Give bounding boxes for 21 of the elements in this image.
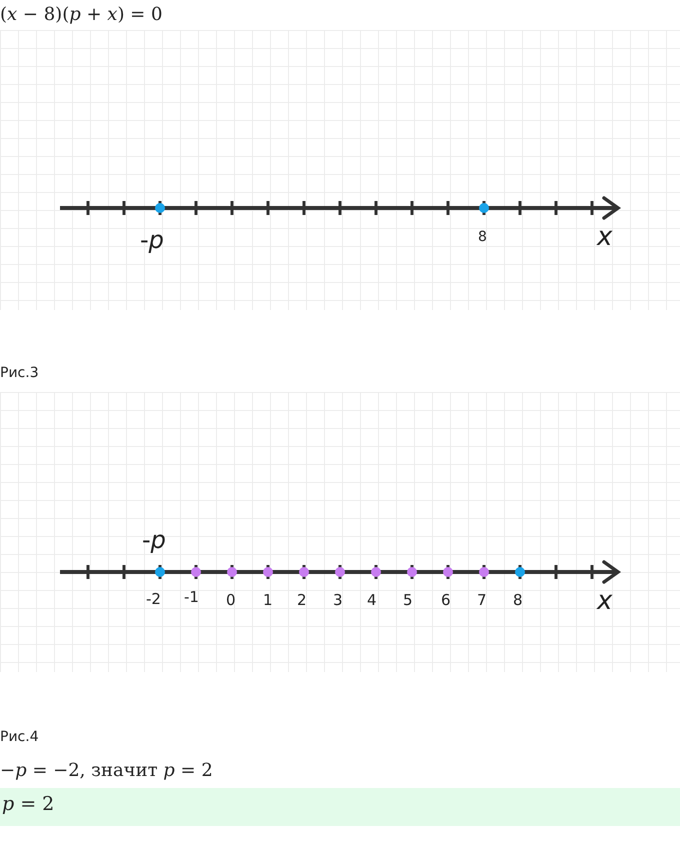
tick-label: 5 [403,593,413,608]
tick-label: -1 [184,590,199,605]
tick-label: 1 [263,593,273,608]
figure-caption: Рис.4 [0,730,39,744]
answer-box: p = 2 [0,788,680,826]
tick-label: 7 [477,593,487,608]
tick-label: 3 [333,593,343,608]
tick-label: 8 [513,593,523,608]
axis-label: x [597,224,612,250]
tick-label: 8 [478,230,487,244]
figure-caption: Рис.3 [0,366,39,380]
tick-label: 4 [367,593,377,608]
tick-label: 2 [297,593,307,608]
tick-label: -2 [146,592,161,607]
point-label: -p [140,228,164,252]
equation-text: (x − 8)(p + x) = 0 [0,6,162,24]
point-label: -p [142,528,166,552]
axis-label: x [597,588,612,614]
tick-label: 0 [226,593,236,608]
tick-label: 6 [441,593,451,608]
equation-text: −p = −2, значит p = 2 [0,762,213,780]
